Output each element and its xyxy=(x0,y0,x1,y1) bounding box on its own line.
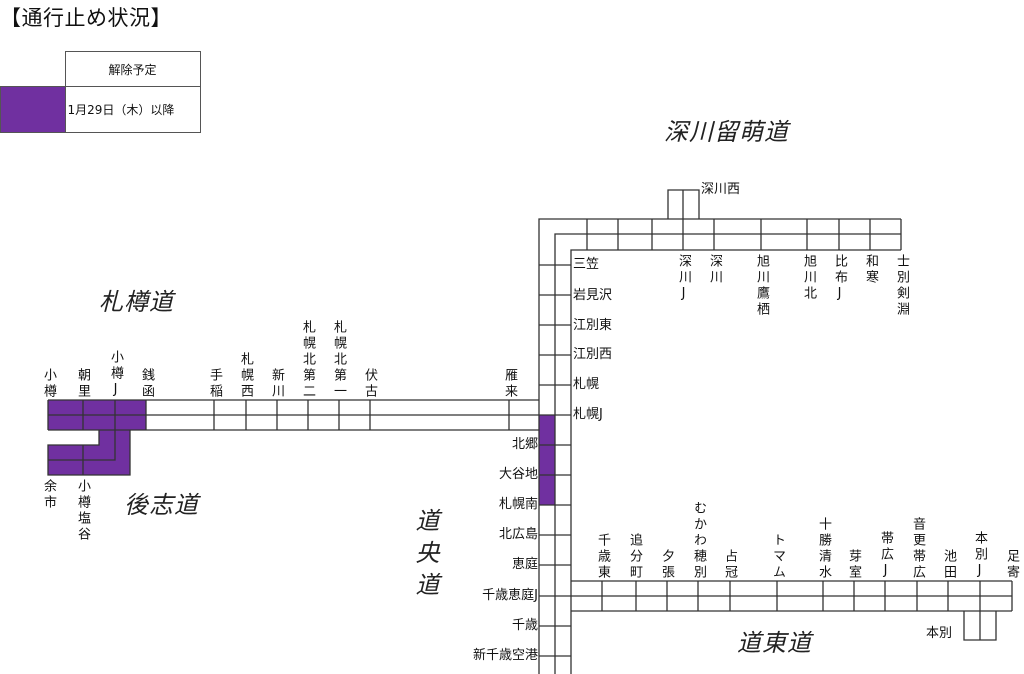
station-label: 音更帯広 xyxy=(910,517,925,581)
station-label: 占冠 xyxy=(722,549,737,581)
closed-section-shiribeshi xyxy=(48,430,130,475)
station-label: 池田 xyxy=(941,549,956,581)
station-label: 士別剣淵 xyxy=(894,254,909,318)
station-label: 江別東 xyxy=(573,318,613,333)
station-label: 夕張 xyxy=(659,549,674,581)
station-label: 千歳 xyxy=(511,618,538,633)
station-label: 本別J xyxy=(972,531,987,581)
station-label: 新千歳空港 xyxy=(472,648,538,663)
station-label: 岩見沢 xyxy=(573,288,613,303)
legend-header: 解除予定 xyxy=(64,51,201,87)
station-label: 深川J xyxy=(676,254,691,304)
route-name-sassho: 札樽道 xyxy=(99,288,174,316)
station-label: 朝里 xyxy=(75,368,90,400)
station-label: 札幌南 xyxy=(498,497,538,512)
station-label: 追分町 xyxy=(627,533,642,581)
station-label-spur: 深川西 xyxy=(701,182,741,197)
fukagawa-rumoi-line xyxy=(586,189,902,250)
station-label: 手稲 xyxy=(207,368,222,400)
closed-section-doo xyxy=(539,415,555,505)
station-label: 札幌 xyxy=(573,377,600,392)
legend-table: 解除予定 1月29日（木）以降 xyxy=(0,51,201,133)
station-label: 千歳東 xyxy=(595,533,610,581)
station-label: トマム xyxy=(770,533,785,581)
station-label: 札幌北第二 xyxy=(300,320,315,400)
station-label: 小樽塩谷 xyxy=(75,479,90,543)
station-label: 小樽J xyxy=(108,350,123,400)
station-label: 江別西 xyxy=(573,347,613,362)
closed-sections xyxy=(48,400,555,505)
shiribeshi-line xyxy=(47,430,131,476)
station-label: 北郷 xyxy=(511,437,538,452)
legend-label-closed: 1月29日（木）以降 xyxy=(64,86,201,133)
station-label: 余市 xyxy=(41,479,56,511)
station-label: 比布J xyxy=(832,254,847,304)
doo-trunk-line xyxy=(538,218,901,674)
station-label: 札幌西 xyxy=(238,352,253,400)
station-label: 札幌J xyxy=(573,407,603,422)
station-label: 十勝清水 xyxy=(816,517,831,581)
station-label: 和寒 xyxy=(863,254,878,286)
station-label: 大谷地 xyxy=(498,467,538,482)
station-label: 伏古 xyxy=(362,368,377,400)
station-label: 旭川鷹栖 xyxy=(754,254,769,318)
route-name-doo: 道央道 xyxy=(411,508,439,604)
station-label: 札幌北第一 xyxy=(331,320,346,400)
doto-line xyxy=(571,580,1013,641)
station-label: 小樽 xyxy=(41,368,56,400)
route-name-fukagawa-rumoi: 深川留萌道 xyxy=(664,118,789,146)
station-label-spur: 本別 xyxy=(926,626,953,641)
station-label: 足寄 xyxy=(1004,549,1019,581)
station-label: むかわ穂別 xyxy=(691,501,706,581)
route-name-shiribeshi: 後志道 xyxy=(124,491,199,519)
station-label: 三笠 xyxy=(573,257,600,272)
station-label: 銭函 xyxy=(139,368,154,400)
station-label: 芽室 xyxy=(846,549,861,581)
station-label: 深川 xyxy=(707,254,722,286)
station-label: 雁来 xyxy=(502,368,517,400)
route-name-doto: 道東道 xyxy=(737,629,812,657)
station-label: 旭川北 xyxy=(801,254,816,302)
station-label: 千歳恵庭J xyxy=(482,588,538,603)
station-label: 恵庭 xyxy=(511,557,538,572)
station-label: 北広島 xyxy=(498,527,538,542)
page-title: 【通行止め状況】 xyxy=(0,6,172,30)
station-label: 帯広J xyxy=(878,531,893,581)
station-label: 新川 xyxy=(269,368,284,400)
